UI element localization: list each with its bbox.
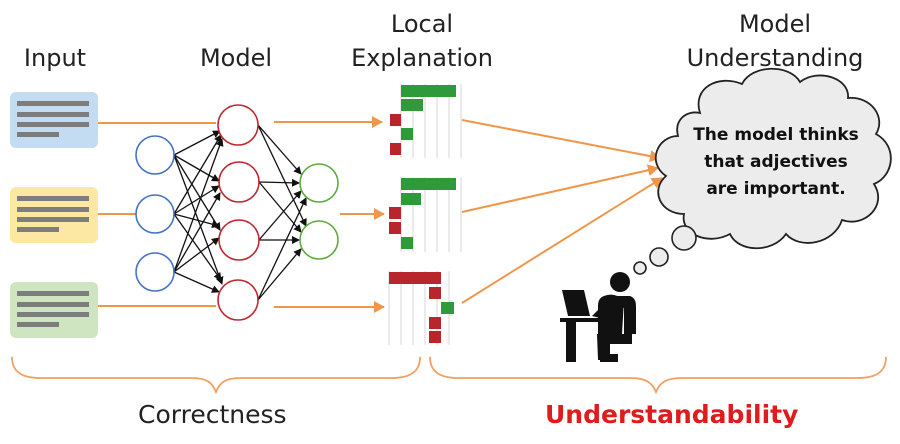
output-layer (299, 163, 339, 260)
correctness-label: Correctness (138, 400, 287, 429)
input-flow-lines (98, 122, 216, 307)
thought-line-1: The model thinks (693, 125, 859, 145)
thought-line-3: are important. (706, 179, 846, 199)
input-layer (135, 135, 175, 292)
neuron (135, 135, 175, 175)
model-understanding-line2: Understanding (686, 44, 864, 72)
neuron (135, 252, 175, 292)
input-doc-yellow (10, 187, 98, 243)
model-understanding-line1: Model (738, 10, 812, 38)
thought-cloud (654, 67, 892, 250)
local-explanation-line1: Local (390, 10, 454, 38)
thought-bubbles (633, 225, 697, 275)
model-understanding-header: Model Understanding (670, 10, 880, 72)
neuron (217, 104, 259, 146)
neuron (299, 163, 339, 203)
local-explanation-line2: Explanation (351, 44, 493, 72)
neuron (218, 161, 260, 203)
understandability-brace (429, 356, 887, 395)
hidden-layer (217, 104, 260, 321)
neuron (218, 219, 260, 261)
neuron (135, 194, 175, 234)
understandability-label: Understandability (545, 400, 799, 429)
neuron (217, 279, 259, 321)
thought-line-2: that adjectives (704, 152, 848, 172)
model-to-explanation-arrows (274, 116, 385, 313)
explanation-to-understanding-arrows (461, 119, 663, 304)
input-header: Input (23, 44, 87, 72)
explanation-chart-3 (388, 271, 454, 345)
network-connections (173, 124, 307, 301)
local-explanation-header: Local Explanation (340, 10, 504, 72)
explanation-chart-2 (389, 177, 462, 252)
input-doc-green (10, 282, 98, 338)
explanation-chart-1 (390, 84, 462, 158)
neuron (299, 220, 339, 260)
thought-text: The model thinks that adjectives are imp… (676, 122, 876, 203)
correctness-brace (11, 356, 421, 395)
model-header: Model (199, 44, 273, 72)
person-with-laptop-icon (560, 272, 636, 362)
input-doc-blue (10, 92, 98, 148)
